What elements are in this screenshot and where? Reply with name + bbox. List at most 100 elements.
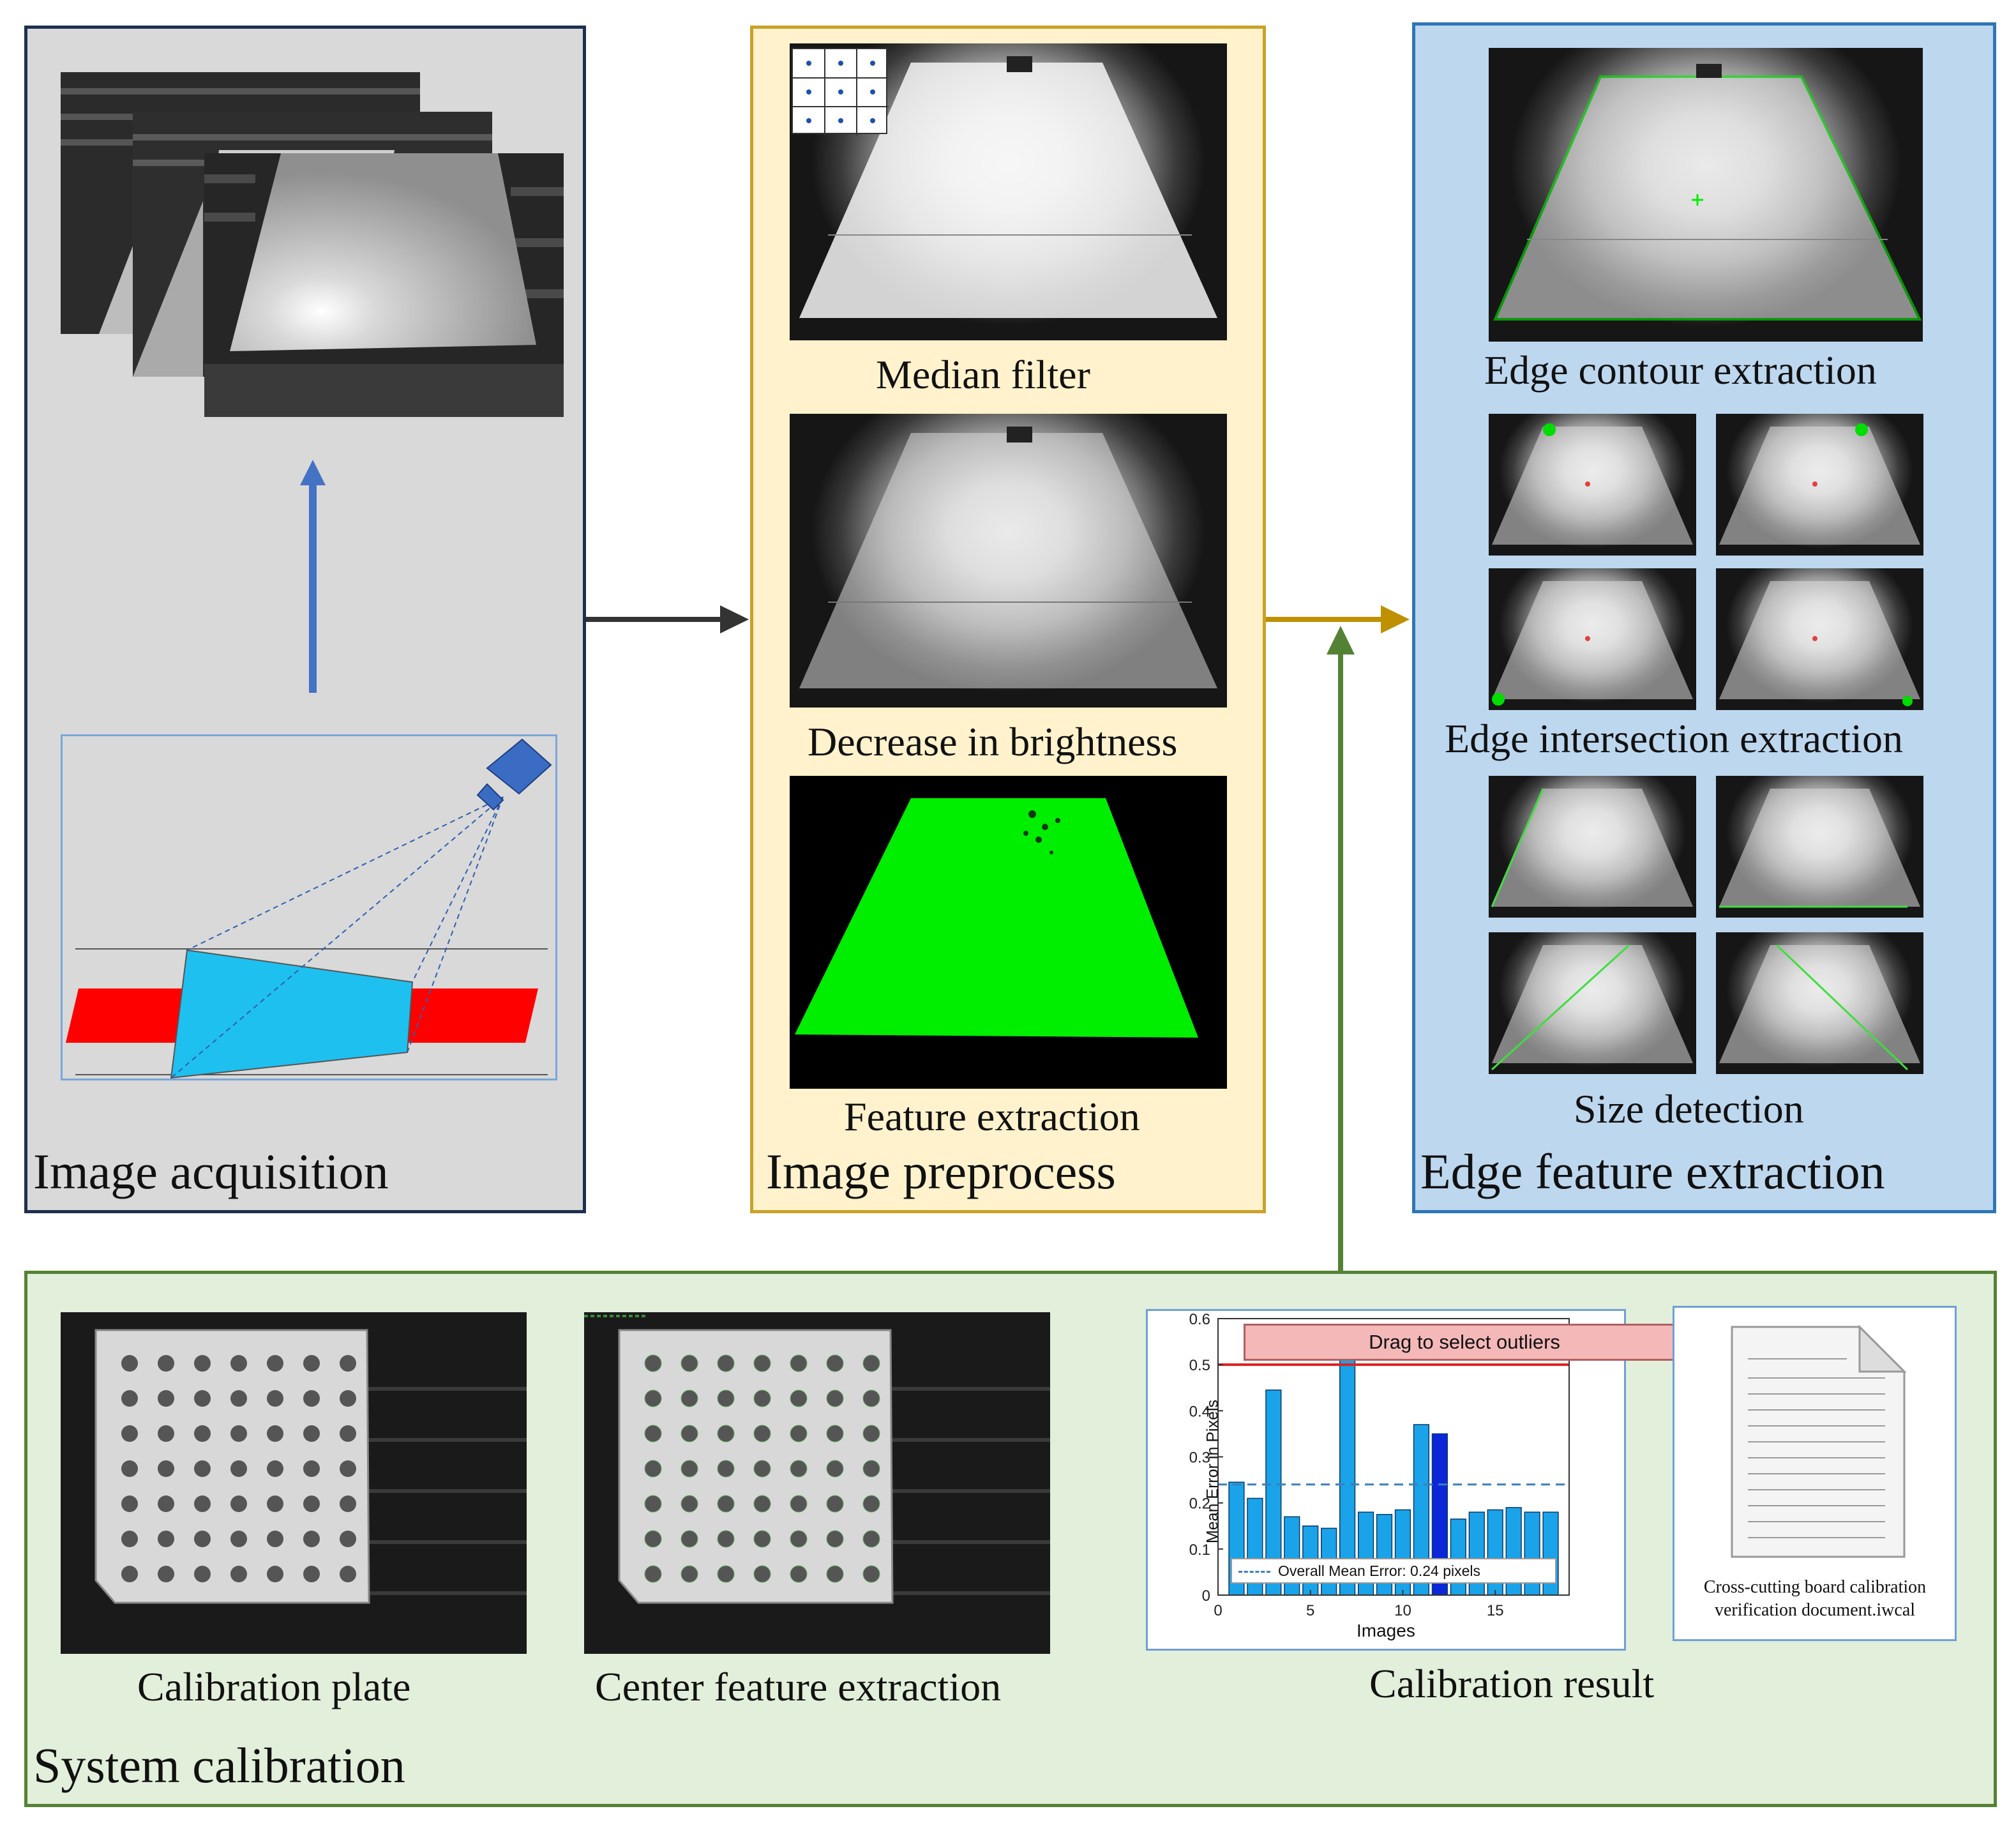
calibration-dot xyxy=(194,1566,211,1582)
x-tick-label: 10 xyxy=(1394,1602,1411,1619)
calibration-dot xyxy=(862,1460,880,1478)
calibration-dot xyxy=(121,1531,138,1547)
calibration-dot xyxy=(121,1355,138,1372)
calibration-dot xyxy=(267,1495,283,1512)
x-tick-label: 5 xyxy=(1306,1602,1314,1619)
calibration-dot xyxy=(644,1354,662,1372)
document-file-name: Cross-cutting board calibration verifica… xyxy=(1703,1577,1927,1620)
calibration-dot xyxy=(194,1425,211,1442)
calibration-dot xyxy=(230,1460,247,1477)
calibration-result-caption: Calibration result xyxy=(1369,1661,1655,1706)
document-icon xyxy=(1731,1324,1907,1558)
chart-y-label: Mean Error in Pixels xyxy=(1203,1399,1222,1544)
calibration-dot xyxy=(826,1354,844,1372)
chart-outlier-button[interactable]: Drag to select outliers xyxy=(1244,1324,1685,1361)
arrow-to-preprocess xyxy=(586,605,749,633)
calibration-dot xyxy=(340,1566,356,1582)
calibration-dot xyxy=(194,1460,211,1477)
intersection-image-bottom-left xyxy=(1489,568,1696,710)
calibration-dot xyxy=(862,1425,880,1442)
brightness-caption: Decrease in brightness xyxy=(808,719,1178,764)
calibration-dot xyxy=(717,1425,735,1442)
chart-mean-label: Overall Mean Error: 0.24 pixels xyxy=(1278,1563,1481,1579)
calibration-dot xyxy=(681,1565,698,1583)
chart-x-label: Images xyxy=(1357,1621,1415,1640)
mean-legend-swatch xyxy=(1238,1571,1270,1573)
intersection-image-bottom-right xyxy=(1716,568,1923,710)
y-tick-label: 0.4 xyxy=(1189,1403,1210,1420)
calibration-dot xyxy=(753,1460,771,1478)
arrow-to-edge-extraction xyxy=(1266,605,1410,633)
calibration-dot xyxy=(303,1531,320,1547)
calibration-dot xyxy=(717,1495,735,1513)
edge-intersection-caption: Edge intersection extraction xyxy=(1445,716,1903,761)
calibration-dot xyxy=(681,1530,698,1548)
filter-kernel-grid xyxy=(792,48,889,135)
calibration-dot xyxy=(121,1460,138,1477)
calibration-dot xyxy=(230,1495,247,1512)
y-tick-label: 0.5 xyxy=(1189,1357,1210,1374)
calibration-dot xyxy=(303,1355,320,1372)
chart-mean-legend: Overall Mean Error: 0.24 pixels xyxy=(1231,1558,1556,1584)
size-image-bottom-left xyxy=(1489,932,1696,1074)
calibration-dot xyxy=(194,1355,211,1372)
calibration-dot xyxy=(790,1530,808,1548)
y-tick-label: 0 xyxy=(1202,1587,1210,1605)
preprocess-title: Image preprocess xyxy=(766,1144,1116,1199)
calibration-dot xyxy=(267,1566,283,1582)
calibration-dot xyxy=(230,1566,247,1582)
y-tick-label: 0.6 xyxy=(1189,1311,1210,1328)
calibration-dot xyxy=(826,1495,844,1513)
calibration-dot xyxy=(862,1565,880,1583)
size-detection-caption: Size detection xyxy=(1574,1086,1804,1132)
calibration-dot xyxy=(644,1495,662,1513)
calibration-dot xyxy=(790,1389,808,1407)
calibration-dot xyxy=(826,1565,844,1583)
calibration-dot xyxy=(121,1425,138,1442)
calibration-dot xyxy=(121,1495,138,1512)
calibration-dot xyxy=(717,1460,735,1478)
chart-bar xyxy=(1450,1518,1466,1596)
calibration-dot xyxy=(158,1390,174,1407)
calibration-dot xyxy=(644,1530,662,1548)
calibration-dot xyxy=(158,1531,174,1547)
edge-contour-image xyxy=(1489,48,1923,342)
calibration-dot xyxy=(790,1460,808,1478)
calibration-dot xyxy=(158,1355,174,1372)
camera-geometry-diagram xyxy=(61,734,557,1080)
center-feature-image xyxy=(584,1312,1050,1654)
calibration-dot xyxy=(158,1566,174,1582)
calibration-dot xyxy=(303,1425,320,1442)
calibration-dot xyxy=(681,1425,698,1442)
calibration-dot xyxy=(790,1425,808,1442)
calibration-dot xyxy=(790,1565,808,1583)
calibration-dot xyxy=(681,1495,698,1513)
calibration-dot xyxy=(644,1460,662,1478)
median-filter-caption: Median filter xyxy=(876,352,1090,397)
calibration-dot xyxy=(267,1460,283,1477)
feature-extraction-caption: Feature extraction xyxy=(844,1094,1140,1139)
calibration-dot xyxy=(717,1354,735,1372)
calibration-dot xyxy=(194,1390,211,1407)
calibration-dot xyxy=(753,1565,771,1583)
calibration-dot xyxy=(753,1425,771,1442)
calibration-dot xyxy=(717,1389,735,1407)
calibration-dot xyxy=(644,1425,662,1442)
calibration-dot xyxy=(826,1389,844,1407)
calibration-dot xyxy=(790,1495,808,1513)
calibration-dot xyxy=(644,1565,662,1583)
calibration-dot xyxy=(158,1460,174,1477)
calibration-dot xyxy=(862,1354,880,1372)
calibration-dot xyxy=(230,1390,247,1407)
calibration-document-box[interactable]: Cross-cutting board calibration verifica… xyxy=(1673,1306,1957,1641)
calibration-dot xyxy=(753,1389,771,1407)
calibration-dot xyxy=(826,1425,844,1442)
calibration-dot xyxy=(753,1354,771,1372)
calibration-dot xyxy=(267,1425,283,1442)
edge-feature-title: Edge feature extraction xyxy=(1420,1144,1885,1199)
calibration-dot xyxy=(230,1531,247,1547)
calibration-dot xyxy=(717,1530,735,1548)
calibration-dot xyxy=(121,1390,138,1407)
calibration-dot xyxy=(230,1425,247,1442)
intersection-image-top-right xyxy=(1716,414,1923,556)
